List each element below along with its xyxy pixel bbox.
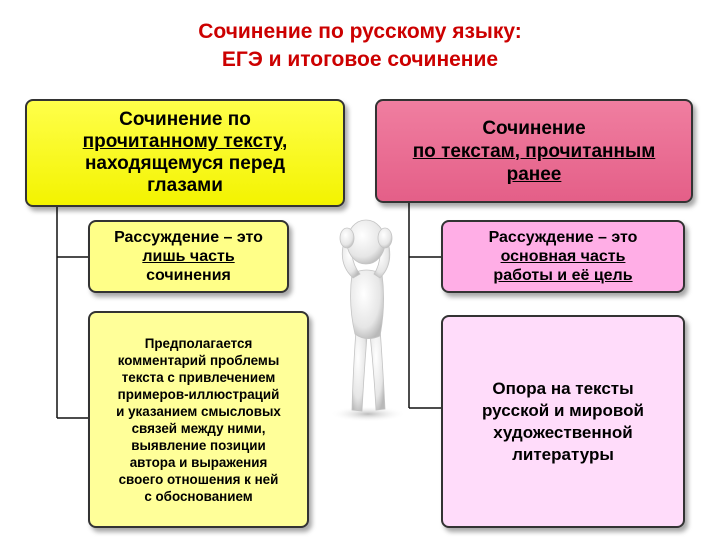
left-small-line-2: лишь часть xyxy=(142,248,235,265)
right-top-line-2: по текстам, прочитанным xyxy=(412,140,656,162)
left-top-line-1: Сочинение по xyxy=(119,109,251,130)
right-small-box: Рассуждение – это основная часть работы … xyxy=(441,220,685,293)
left-top-line-2: прочитанному тексту, xyxy=(82,131,288,152)
right-top-box: Сочинение по текстам, прочитанным ранее xyxy=(375,99,693,203)
thinking-person-icon xyxy=(322,212,412,429)
page-title: Сочинение по русскому языку: ЕГЭ и итого… xyxy=(0,18,720,74)
right-small-line-3: работы и её цель xyxy=(493,267,633,284)
left-top-line-4: глазами xyxy=(147,175,223,196)
left-small-box: Рассуждение – это лишь часть сочинения xyxy=(88,220,289,293)
right-top-line-3: ранее xyxy=(506,163,562,185)
title-line-2: ЕГЭ и итоговое сочинение xyxy=(221,48,499,71)
left-big-line-3: текста с привлечением xyxy=(121,369,276,385)
left-big-box: Предполагается комментарий проблемы текс… xyxy=(88,311,309,528)
left-big-line-6: связей между ними, xyxy=(131,420,266,436)
title-line-1: Сочинение по русскому языку: xyxy=(198,20,522,43)
right-big-line-3: художественной xyxy=(493,422,633,442)
left-small-line-1: Рассуждение – это xyxy=(114,229,263,246)
left-top-box: Сочинение по прочитанному тексту, находя… xyxy=(25,99,345,207)
left-big-line-10: с обоснованием xyxy=(144,488,253,504)
right-small-line-2: основная часть xyxy=(500,248,626,265)
left-big-line-9: своего отношения к ней xyxy=(118,471,279,487)
left-big-line-8: автора и выражения xyxy=(129,454,268,470)
right-big-line-4: литературы xyxy=(512,444,614,464)
left-big-line-4: примеров-иллюстраций xyxy=(117,386,280,402)
right-big-line-2: русской и мировой xyxy=(482,400,644,420)
left-big-line-5: и указанием смысловых xyxy=(116,403,281,419)
left-small-line-3: сочинения xyxy=(146,267,231,284)
left-big-line-1: Предполагается xyxy=(144,335,253,351)
left-top-line-3: находящемуся перед xyxy=(84,153,286,174)
right-big-line-1: Опора на тексты xyxy=(492,378,634,398)
left-big-line-7: выявление позиции xyxy=(131,437,266,453)
right-big-box: Опора на тексты русской и мировой художе… xyxy=(441,315,685,528)
right-small-line-1: Рассуждение – это xyxy=(488,229,638,246)
right-top-line-1: Сочинение xyxy=(482,117,586,139)
left-big-line-2: комментарий проблемы xyxy=(117,352,280,368)
